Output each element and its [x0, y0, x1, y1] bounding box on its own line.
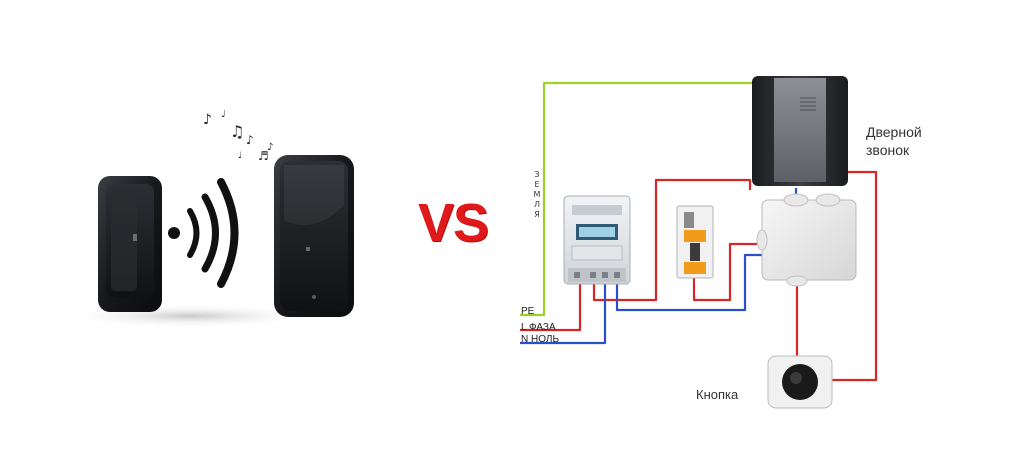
wifi-signal-icon: [168, 178, 239, 288]
doorbell-label-line-1: Дверной: [866, 124, 922, 140]
svg-text:♪: ♪: [267, 142, 273, 153]
svg-text:♪: ♪: [203, 112, 212, 128]
svg-text:♩: ♩: [238, 151, 242, 161]
music-notes-icon: ♪ ♩ ♫ ♪ ♬ ♪ ♩: [203, 109, 273, 163]
earth-wire-label: ЗЕМЛЯ: [533, 170, 541, 219]
circuit-breaker: [676, 205, 714, 279]
electricity-meter: [563, 195, 631, 285]
svg-text:♬: ♬: [258, 149, 269, 163]
wire-phase-breaker-box: [692, 242, 762, 302]
wire-pe: [520, 81, 757, 317]
wire-bell-button: [832, 170, 878, 382]
svg-text:♪: ♪: [246, 133, 254, 147]
wire-phase-label: L ФАЗА: [521, 322, 556, 333]
doorbell-label: Дверной звонок: [866, 123, 922, 159]
svg-text:♫: ♫: [230, 122, 244, 141]
svg-text:♩: ♩: [221, 109, 226, 120]
wire-phase-meter-breaker: [592, 178, 752, 302]
doorbell-receiver-device: [274, 155, 354, 317]
wire-pe-label: PE: [521, 306, 535, 317]
wire-neutral: [520, 282, 607, 345]
junction-box: [756, 193, 857, 287]
doorbell-button-device: [98, 176, 162, 312]
push-button-label: Кнопка: [696, 387, 739, 402]
versus-label: VS: [418, 193, 489, 253]
wired-doorbell-unit: [752, 76, 848, 186]
wire-neutral-label: N НОЛЬ: [521, 334, 560, 345]
doorbell-label-line-2: звонок: [866, 142, 910, 158]
wire-phase: [520, 282, 582, 332]
doorbell-push-button: [767, 355, 833, 409]
wire-neutral-meter-box: [615, 253, 762, 312]
